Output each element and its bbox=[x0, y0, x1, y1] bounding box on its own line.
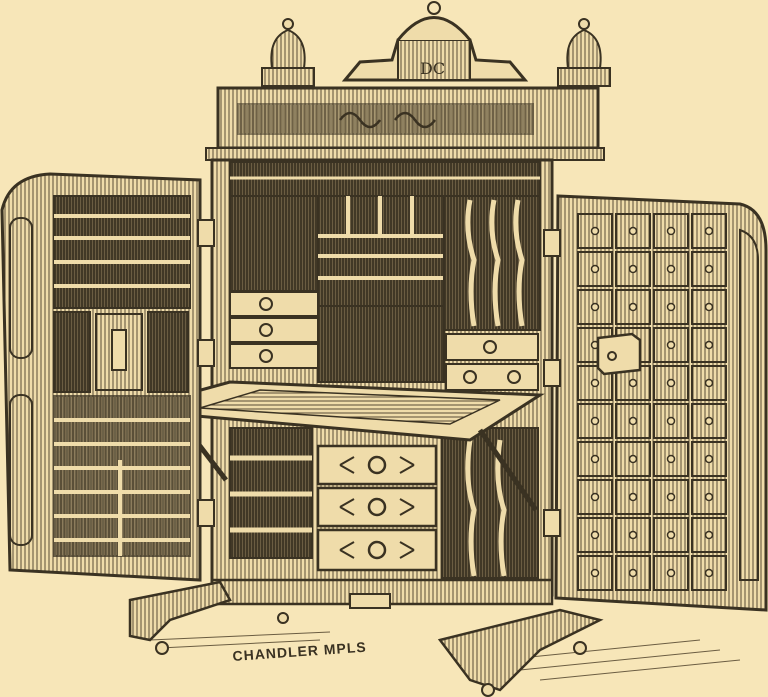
hinge bbox=[197, 499, 215, 527]
hinge bbox=[197, 219, 215, 247]
right-foot bbox=[437, 608, 604, 692]
hinge bbox=[197, 339, 215, 367]
middle-pigeonholes bbox=[317, 195, 445, 307]
caster bbox=[277, 612, 289, 624]
left-finial bbox=[261, 18, 315, 87]
open-drawer bbox=[596, 332, 642, 376]
lower-left-shelves bbox=[229, 427, 313, 559]
central-cabinet bbox=[210, 158, 554, 597]
hinge bbox=[543, 229, 561, 257]
cornice bbox=[205, 86, 605, 161]
drawer-grid bbox=[577, 213, 727, 591]
drawer-knobs bbox=[590, 226, 714, 578]
hinge bbox=[543, 359, 561, 387]
left-door bbox=[0, 172, 215, 582]
crest: DC bbox=[341, 1, 529, 82]
crest-monogram: DC bbox=[420, 59, 445, 78]
base bbox=[128, 578, 604, 697]
lower-drawers bbox=[316, 444, 438, 572]
hinge bbox=[543, 509, 561, 537]
upper-left-drawers bbox=[229, 291, 319, 369]
base-drawer-pull bbox=[349, 593, 391, 609]
right-finial bbox=[557, 18, 611, 87]
upper-right-drawers bbox=[445, 333, 539, 391]
right-door bbox=[543, 194, 768, 612]
left-foot bbox=[128, 580, 232, 642]
writing-flap bbox=[127, 380, 545, 512]
letter-slots bbox=[443, 195, 541, 331]
caster bbox=[573, 641, 587, 655]
caster bbox=[155, 641, 169, 655]
caster bbox=[481, 683, 495, 697]
